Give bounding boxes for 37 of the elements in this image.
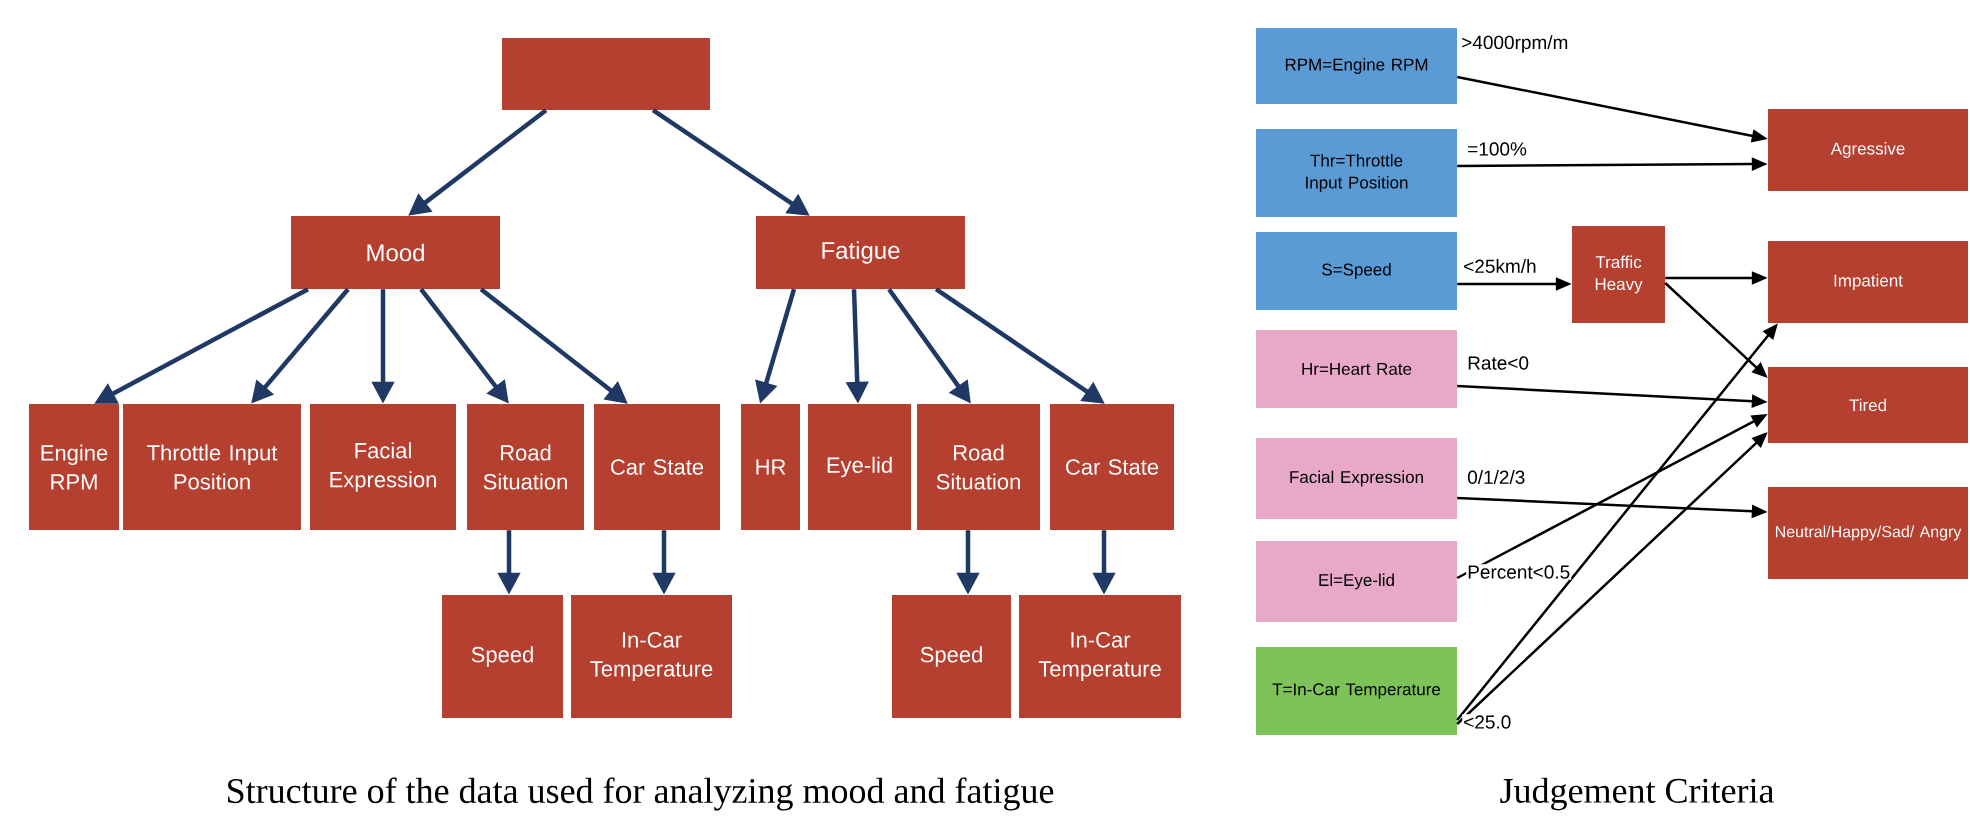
category-box: Speed — [892, 595, 1011, 718]
category-box: Eye-lid — [808, 404, 911, 530]
category-box: Road Situation — [467, 404, 584, 530]
category-box: Impatient — [1768, 241, 1968, 323]
category-box: In-Car Temperature — [571, 595, 732, 718]
category-box: HR — [741, 404, 800, 530]
edge-label: Percent<0.5 — [1466, 564, 1572, 580]
caption: Structure of the data used for analyzing mood and fatigue — [228, 777, 1054, 811]
edge-label: <25.0 — [1462, 714, 1513, 730]
category-box: Engine RPM — [29, 404, 119, 530]
criterion-box: Facial Expression — [1256, 438, 1457, 519]
category-box: Mood — [291, 216, 500, 289]
category-box — [502, 38, 710, 110]
criterion-box: El=Eye-lid — [1256, 541, 1457, 622]
edge-label: Rate<0 — [1466, 355, 1530, 371]
criterion-box: T=In-Car Temperature — [1256, 647, 1457, 735]
category-box: Facial Expression — [310, 404, 456, 530]
edge-label: 0/1/2/3 — [1466, 469, 1527, 485]
category-box: Car State — [594, 404, 720, 530]
category-box: Agressive — [1768, 109, 1968, 191]
edge-label: =100% — [1466, 141, 1528, 157]
category-box: Speed — [442, 595, 563, 718]
edge-label: >4000rpm/m — [1460, 34, 1570, 54]
category-box: Car State — [1050, 404, 1174, 530]
category-box: Fatigue — [756, 216, 965, 289]
category-box: Neutral/Happy/Sad/ Angry — [1768, 487, 1968, 579]
category-box: Road Situation — [917, 404, 1040, 530]
category-box: Throttle Input Position — [123, 404, 301, 530]
caption: Judgement Criteria — [1500, 777, 1774, 811]
criterion-box: S=Speed — [1256, 232, 1457, 310]
criterion-box: Thr=Throttle Input Position — [1256, 129, 1457, 217]
edge-label: <25km/h — [1462, 258, 1538, 274]
category-box: In-Car Temperature — [1019, 595, 1181, 718]
category-box: Traffic Heavy — [1572, 226, 1665, 323]
criterion-box: RPM=Engine RPM — [1256, 28, 1457, 104]
category-box: Tired — [1768, 367, 1968, 443]
criterion-box: Hr=Heart Rate — [1256, 330, 1457, 408]
